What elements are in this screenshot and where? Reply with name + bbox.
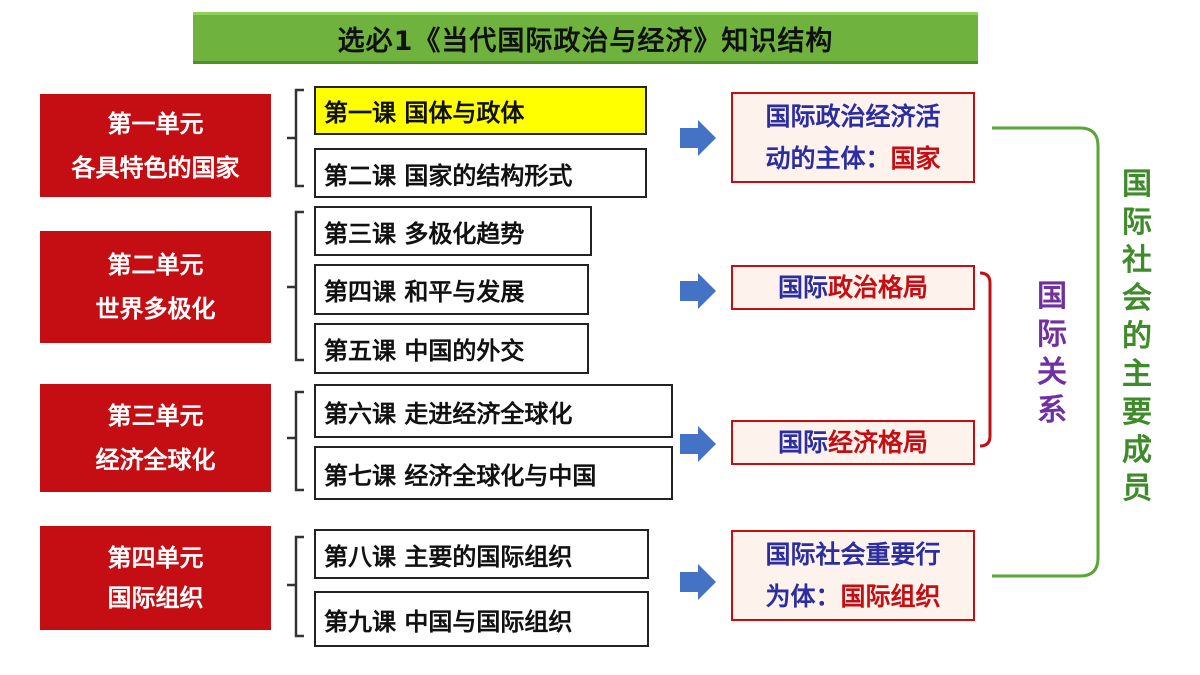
members-label: 国 际 社 会 的 主 要 成 员 bbox=[1117, 166, 1157, 508]
lesson-1: 第一课 国体与政体 bbox=[314, 86, 647, 135]
unit-2-box: 第二单元 世界多极化 bbox=[40, 231, 271, 343]
result-political-a: 国际 bbox=[777, 272, 828, 302]
relations-char: 关 bbox=[1037, 355, 1067, 390]
arrow-2 bbox=[680, 273, 716, 309]
members-char: 会 bbox=[1122, 281, 1152, 316]
arrow-1 bbox=[680, 120, 716, 156]
members-char: 成 bbox=[1122, 433, 1152, 468]
unit-1-box: 第一单元 各具特色的国家 bbox=[40, 94, 271, 197]
members-char: 的 bbox=[1122, 319, 1152, 354]
result-state-line2a: 动的主体： bbox=[765, 143, 891, 173]
lesson-5: 第五课 中国的外交 bbox=[314, 323, 589, 374]
result-org-line2a: 为体： bbox=[765, 581, 841, 611]
relations-char: 际 bbox=[1037, 317, 1067, 352]
result-org-line1: 国际社会重要行 bbox=[765, 539, 941, 569]
result-international-org: 国际社会重要行 为体：国际组织 bbox=[731, 530, 975, 621]
unit-2-number: 第二单元 bbox=[107, 251, 204, 279]
lesson-2: 第二课 国家的结构形式 bbox=[314, 148, 647, 198]
bracket-unit-1 bbox=[287, 88, 304, 188]
members-char: 社 bbox=[1122, 243, 1152, 278]
relations-label: 国 际 关 系 bbox=[1032, 278, 1072, 430]
relations-char: 国 bbox=[1037, 279, 1067, 314]
result-political-pattern: 国际政治格局 bbox=[731, 265, 975, 310]
result-org-line2b: 国际组织 bbox=[840, 581, 941, 611]
result-state-line1: 国际政治经济活 bbox=[765, 101, 941, 131]
bracket-unit-2 bbox=[287, 210, 304, 362]
lesson-7: 第七课 经济全球化与中国 bbox=[314, 446, 673, 500]
bracket-unit-4 bbox=[287, 535, 304, 638]
lesson-9: 第九课 中国与国际组织 bbox=[314, 591, 649, 647]
members-char: 员 bbox=[1122, 471, 1152, 506]
result-state: 国际政治经济活 动的主体：国家 bbox=[731, 92, 975, 183]
unit-1-name: 各具特色的国家 bbox=[71, 153, 240, 182]
unit-3-name: 经济全球化 bbox=[95, 446, 216, 474]
unit-4-box: 第四单元 国际组织 bbox=[40, 526, 271, 630]
lesson-3: 第三课 多极化趋势 bbox=[314, 206, 592, 256]
members-char: 国 bbox=[1122, 167, 1152, 202]
unit-3-box: 第三单元 经济全球化 bbox=[40, 384, 271, 492]
members-char: 主 bbox=[1122, 357, 1152, 392]
lesson-4: 第四课 和平与发展 bbox=[314, 264, 589, 315]
result-economic-b: 经济格局 bbox=[828, 427, 929, 457]
result-economic-a: 国际 bbox=[777, 427, 828, 457]
lesson-6: 第六课 走进经济全球化 bbox=[314, 384, 673, 438]
relations-char: 系 bbox=[1037, 393, 1067, 428]
relations-bracket bbox=[979, 271, 992, 448]
result-state-line2b: 国家 bbox=[890, 143, 941, 173]
unit-3-number: 第三单元 bbox=[107, 402, 204, 430]
members-char: 际 bbox=[1122, 205, 1152, 240]
arrow-4 bbox=[680, 564, 716, 600]
page-title: 选必1《当代国际政治与经济》知识结构 bbox=[193, 12, 978, 64]
unit-1-number: 第一单元 bbox=[107, 109, 204, 138]
lesson-8: 第八课 主要的国际组织 bbox=[314, 529, 649, 579]
result-economic-pattern: 国际经济格局 bbox=[731, 420, 975, 465]
unit-4-name: 国际组织 bbox=[107, 584, 204, 612]
result-political-b: 政治格局 bbox=[828, 272, 929, 302]
members-char: 要 bbox=[1122, 395, 1152, 430]
bracket-unit-3 bbox=[287, 390, 304, 492]
members-bracket bbox=[992, 126, 1100, 578]
arrow-3 bbox=[680, 426, 716, 462]
unit-4-number: 第四单元 bbox=[107, 544, 204, 572]
unit-2-name: 世界多极化 bbox=[95, 295, 216, 323]
